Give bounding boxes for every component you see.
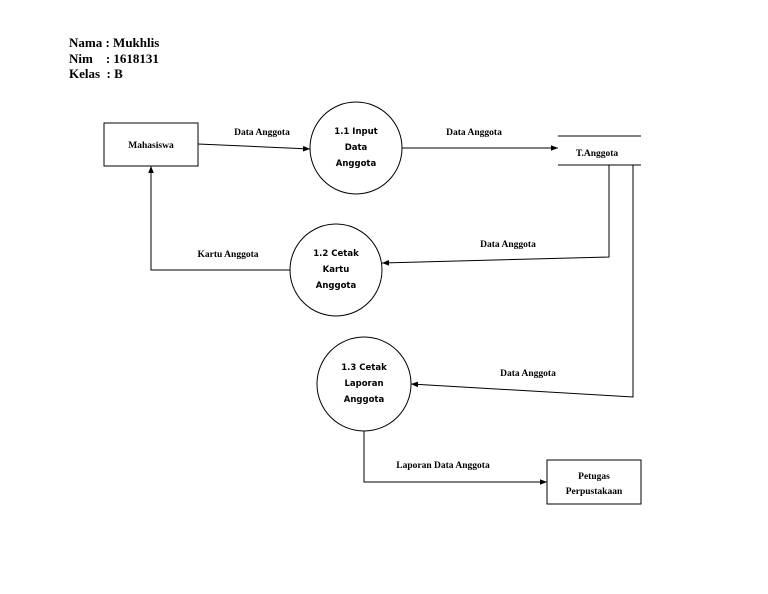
header-nim: Nim : 1618131 [69, 51, 159, 66]
process-1-2-line-2: Kartu [323, 265, 350, 275]
process-1-1-line-3: Anggota [336, 159, 377, 169]
process-1-1-line-1: 1.1 Input [334, 127, 377, 137]
entity-petugas: Petugas Perpustakaan [546, 459, 642, 505]
datastore-label: T.Anggota [576, 149, 619, 159]
process-1-2: 1.2 Cetak Kartu Anggota [289, 223, 383, 317]
process-1-2-line-1: 1.2 Cetak [313, 249, 359, 259]
flow-store-to-p3-label: Data Anggota [500, 369, 556, 379]
header-nama: Nama : Mukhlis [69, 35, 160, 50]
datastore-t-anggota: T.Anggota [558, 135, 641, 166]
flow-p1-to-store: Data Anggota [402, 128, 558, 151]
flow-store-to-p2-label: Data Anggota [480, 240, 536, 250]
process-1-3-line-2: Laporan [344, 379, 383, 389]
process-1-2-line-3: Anggota [316, 281, 357, 291]
flow-store-to-p3: Data Anggota [410, 165, 634, 398]
header-kelas: Kelas : B [69, 66, 123, 81]
flow-p2-to-mahasiswa: Kartu Anggota [148, 166, 290, 271]
process-1-3-line-3: Anggota [344, 395, 385, 405]
flow-mahasiswa-to-p1-label: Data Anggota [234, 128, 290, 138]
entity-petugas-label-1: Petugas [578, 472, 610, 482]
process-1-1-line-2: Data [345, 143, 368, 153]
process-1-3: 1.3 Cetak Laporan Anggota [316, 336, 412, 432]
flow-p2-to-mahasiswa-label: Kartu Anggota [198, 250, 259, 260]
flow-mahasiswa-to-p1: Data Anggota [197, 128, 311, 152]
process-1-3-line-1: 1.3 Cetak [341, 363, 387, 373]
flow-p3-to-petugas: Laporan Data Anggota [363, 431, 547, 485]
entity-mahasiswa: Mahasiswa [103, 122, 199, 167]
flow-p3-to-petugas-label: Laporan Data Anggota [396, 461, 490, 471]
entity-mahasiswa-label: Mahasiswa [128, 141, 174, 151]
flow-store-to-p2: Data Anggota [381, 165, 610, 266]
flow-p1-to-store-label: Data Anggota [446, 128, 502, 138]
entity-petugas-label-2: Perpustakaan [566, 487, 623, 497]
process-1-1: 1.1 Input Data Anggota [309, 101, 403, 195]
